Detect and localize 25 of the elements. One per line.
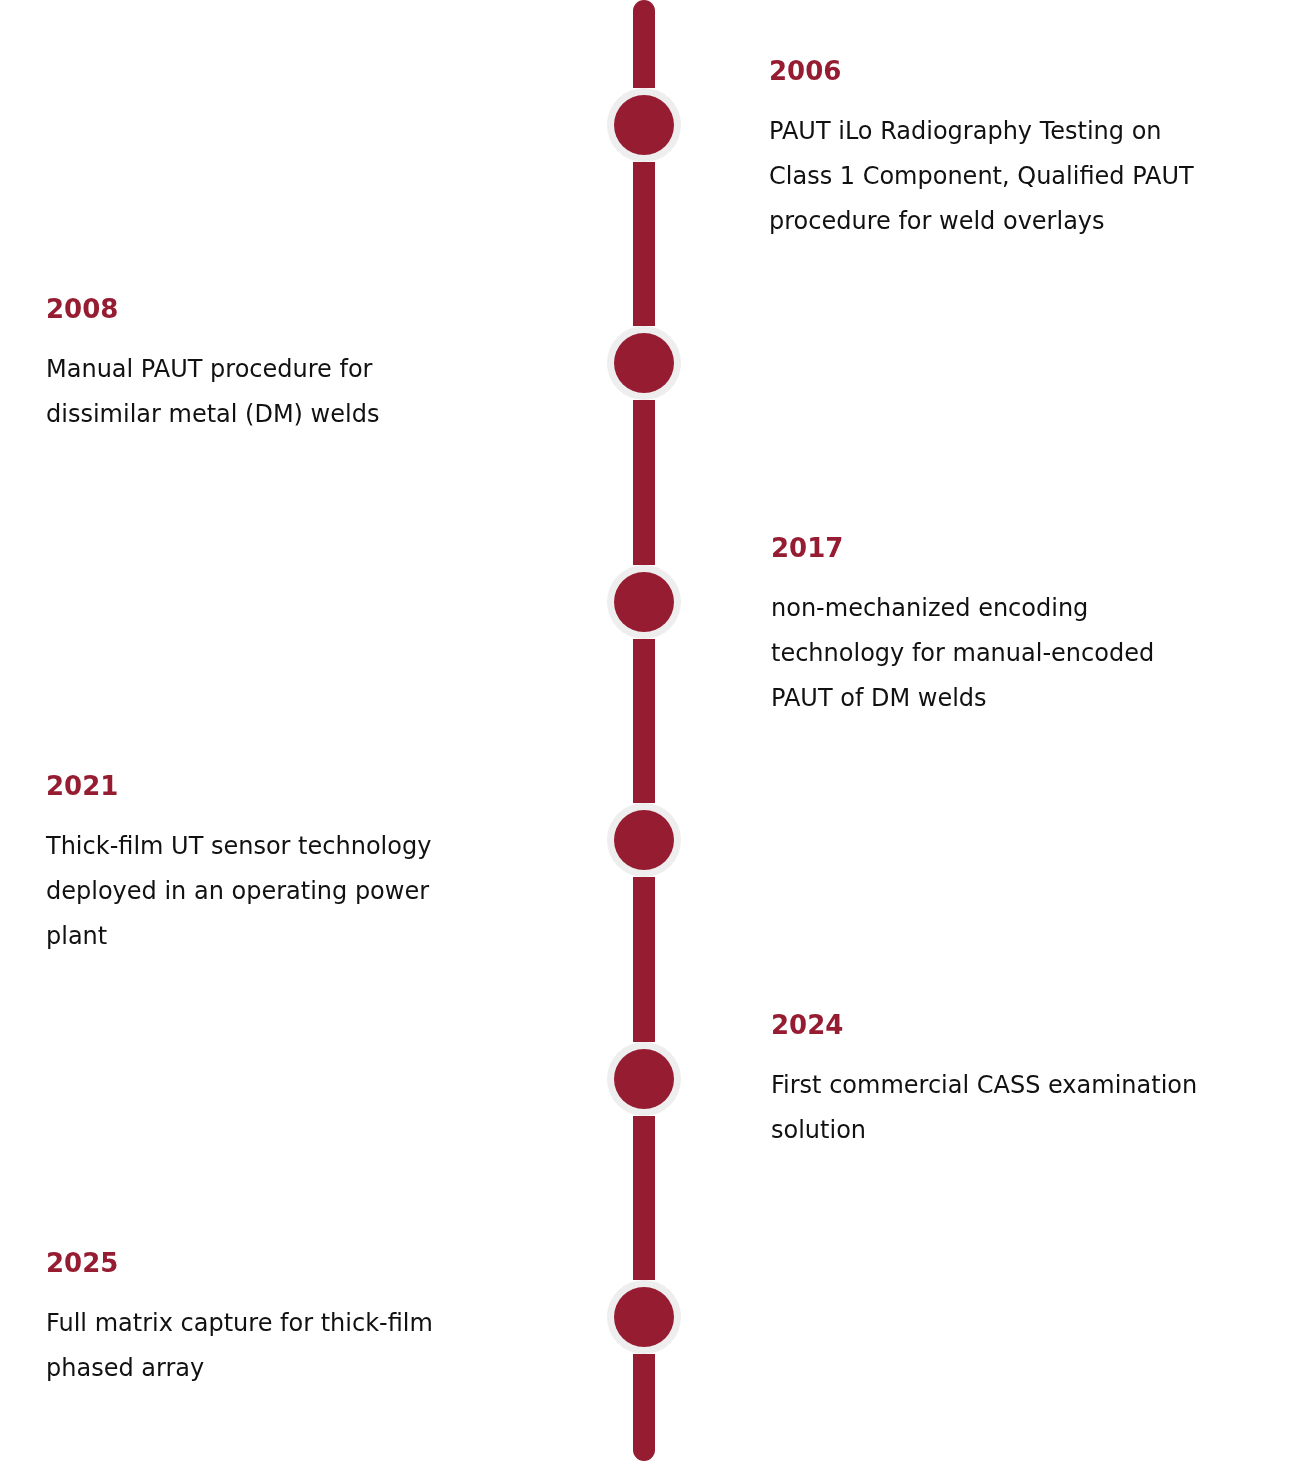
timeline-circle — [607, 565, 681, 639]
year-label: 2008 — [46, 293, 119, 326]
timeline-circle — [607, 88, 681, 162]
year-label: 2024 — [771, 1009, 844, 1042]
year-label: 2006 — [769, 55, 842, 88]
timeline-line — [633, 162, 655, 326]
year-label: 2017 — [771, 532, 844, 565]
event-description: Thick-film UT sensor technology deployed in an operating power plant — [46, 830, 433, 952]
year-label: 2021 — [46, 770, 119, 803]
timeline-circle — [607, 803, 681, 877]
year-label: 2025 — [46, 1247, 119, 1280]
event-description: PAUT iLo Radiography Testing on Class 1 Component, Qualified PAUT procedure for weld overlays — [769, 115, 1195, 237]
event-description: non-mechanized encoding technology for manual-encoded PAUT of DM welds — [771, 592, 1156, 714]
timeline-line — [633, 639, 655, 803]
timeline-circle — [607, 1042, 681, 1116]
timeline-circle — [607, 326, 681, 400]
event-description: First commercial CASS examination solution — [771, 1069, 1199, 1146]
timeline-line — [633, 0, 655, 88]
timeline-line — [633, 400, 655, 565]
event-description: Full matrix capture for thick-film phased array — [46, 1307, 434, 1384]
timeline-line — [633, 1354, 655, 1461]
event-description: Manual PAUT procedure for dissimilar metal (DM) welds — [46, 353, 381, 430]
timeline-line — [633, 1116, 655, 1280]
timeline-line — [633, 877, 655, 1042]
timeline-circle — [607, 1280, 681, 1354]
